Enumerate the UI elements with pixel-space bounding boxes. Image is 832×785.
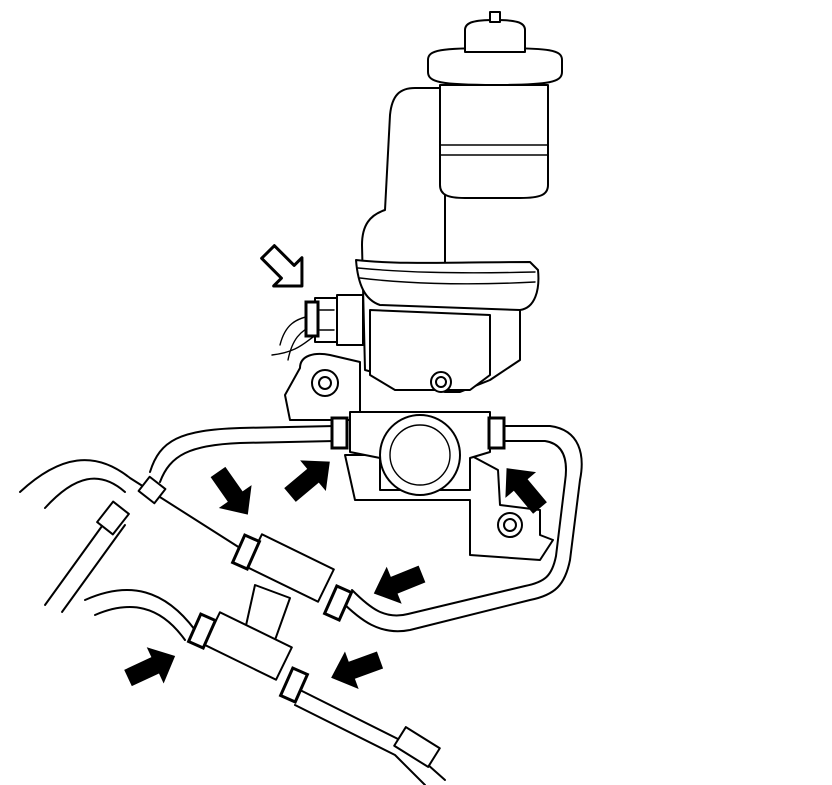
fitting-upper-right: [322, 584, 354, 622]
cylinder-bore-inner: [389, 424, 451, 486]
cylinder-flange: [355, 259, 540, 311]
fittings: [186, 300, 506, 704]
brake-line-bottom-b: [294, 704, 426, 785]
line-sleeve-bottom: [393, 726, 441, 768]
brake-lines: [19, 425, 583, 785]
master-cylinder: [349, 87, 540, 496]
reservoir-tank: [439, 84, 549, 199]
fitting-connector: [304, 300, 320, 338]
cylinder-neck: [369, 309, 491, 391]
brake-line-upper-left: [19, 459, 241, 549]
brake-line-loop: [149, 425, 336, 473]
brake-line-loop-b: [159, 440, 336, 483]
fitting-upper-left: [230, 533, 262, 571]
solid-arrow-upper-right-icon: [373, 565, 426, 604]
solid-arrow-cylinder-right-icon: [505, 468, 547, 514]
brake-line-lower-b: [94, 606, 186, 641]
brake-line-right-loop: [339, 425, 583, 633]
brake-line-lower: [84, 589, 196, 631]
flange-line-b: [359, 277, 536, 285]
brake-line-right-loop-b: [351, 440, 567, 617]
line-sleeve-left: [96, 500, 130, 536]
solid-arrow-cylinder-left-icon: [284, 460, 330, 502]
bracket-nut-upper-hole: [318, 376, 332, 390]
line-sleeve-upper: [137, 475, 167, 505]
solid-arrow-upper-left-icon: [210, 466, 252, 515]
fitting-lower-right: [278, 666, 310, 704]
reservoir: [427, 11, 563, 199]
fitting-cylinder-right: [487, 416, 506, 450]
bracket-nut-lower-hole: [503, 518, 517, 532]
reservoir-cap-rim: [427, 47, 563, 86]
cylinder-bolt-head: [435, 376, 447, 388]
callout-arrows: [124, 244, 547, 690]
flange-line-a: [357, 267, 536, 274]
brake-line-upper-left-inner: [44, 477, 126, 509]
reservoir-cap-top: [464, 19, 526, 53]
cylinder-bore: [379, 414, 461, 496]
fitting-lower-left: [186, 612, 218, 650]
solid-arrow-lower-left-icon: [124, 647, 176, 687]
outline-arrow-connector-icon: [260, 244, 304, 288]
connector-socket: [336, 294, 364, 346]
junction-blocks: [203, 533, 335, 681]
fitting-cylinder-left: [330, 416, 349, 450]
brake-line-bottom: [299, 689, 446, 781]
brake-line-far-left: [44, 514, 111, 606]
reservoir-cap-vent: [489, 11, 501, 23]
connector-wire-c: [271, 334, 317, 356]
solid-arrow-lower-right-icon: [331, 651, 384, 690]
brake-line-far-left-b: [61, 524, 126, 613]
